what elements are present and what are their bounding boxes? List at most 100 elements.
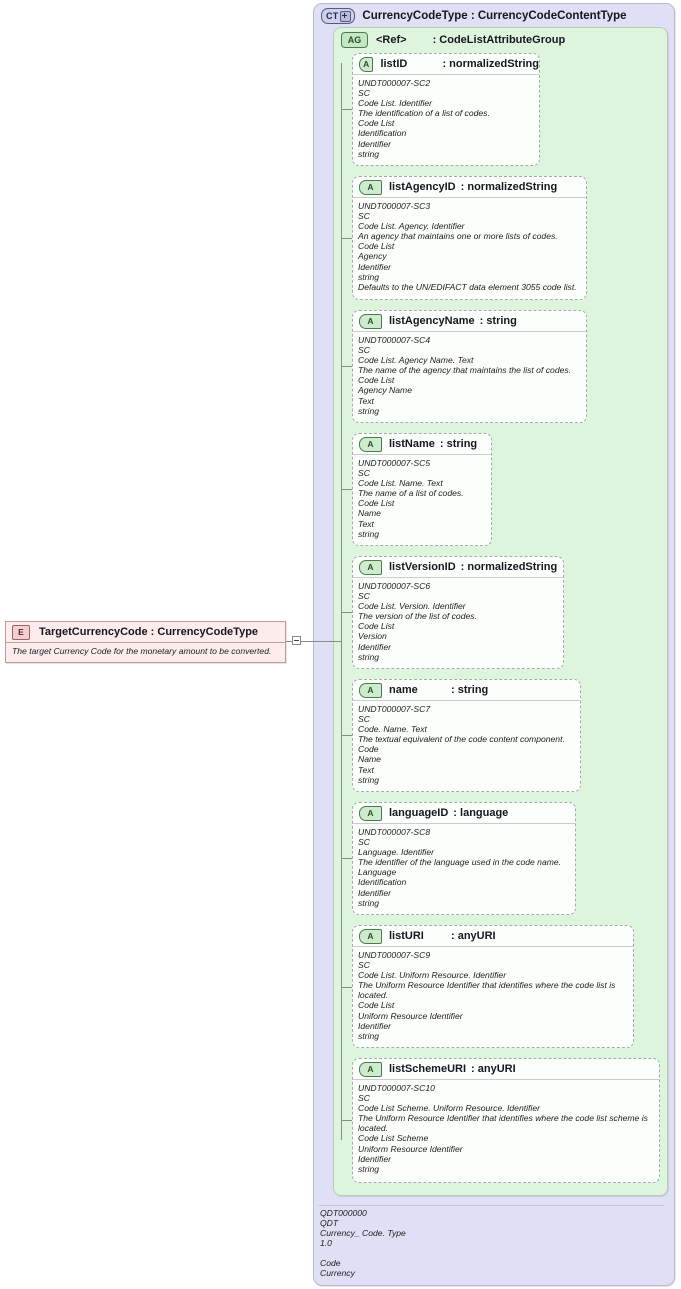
attribute-name: listSchemeURI (389, 1063, 467, 1075)
doc-line: SC (358, 345, 370, 356)
attribute-type: : normalizedString (442, 58, 539, 70)
doc-line: string (358, 405, 380, 416)
footer-divider (319, 1205, 664, 1206)
doc-line: UNDT000007-SC8 (358, 827, 431, 837)
attribute-badge[interactable]: A (359, 179, 382, 195)
doc-line: UNDT000007-SC10 (358, 1083, 435, 1093)
attribute-box[interactable]: A listVersionID : normalizedString UNDT0… (352, 556, 564, 669)
doc-line: An agency that maintains one or more lis… (358, 231, 558, 242)
attribute-name: listName (389, 438, 435, 450)
attribute-name: listAgencyID (389, 181, 456, 193)
attribute-badge[interactable]: A (359, 313, 382, 329)
doc-line: The Uniform Resource Identifier that ide… (358, 1113, 648, 1134)
doc-line: UNDT000007-SC4 (358, 335, 431, 345)
footer-line: Code (320, 1258, 341, 1269)
attribute-type: : anyURI (471, 1063, 516, 1075)
doc-line: Code List (358, 498, 395, 509)
doc-line: Code List. Agency. Identifier (358, 221, 465, 232)
complextype-title: CurrencyCodeType : CurrencyCodeContentTy… (362, 10, 627, 22)
attribute-type: : anyURI (451, 930, 496, 942)
attribute-box[interactable]: A listSchemeURI : anyURI UNDT000007-SC10… (352, 1058, 660, 1183)
footer-line: 1.0 (320, 1238, 332, 1249)
doc-line: Code List (358, 621, 395, 632)
complextype-badge[interactable]: CT (321, 8, 356, 24)
attribute-badge[interactable]: A (359, 805, 382, 821)
complextype-footer: QDT000000 QDT Currency_ Code. Type 1.0 C… (320, 1208, 660, 1279)
doc-line: Uniform Resource Identifier (358, 1010, 463, 1021)
attribute-type: : string (451, 684, 489, 696)
attribute-box[interactable]: A listAgencyName : string UNDT000007-SC4… (352, 310, 587, 423)
attribute-connector (341, 109, 352, 110)
attribute-badge[interactable]: A (359, 1061, 382, 1077)
attribute-box[interactable]: A languageID : language UNDT000007-SC8 S… (352, 802, 576, 915)
element-box[interactable]: E TargetCurrencyCode : CurrencyCodeType … (5, 621, 286, 663)
attribute-connector (341, 612, 352, 613)
attribute-badge[interactable]: A (359, 56, 374, 72)
attributegroup-type-label: : CodeListAttributeGroup (432, 33, 566, 46)
element-documentation: The target Currency Code for the monetar… (12, 646, 272, 656)
attribute-header: A listAgencyName : string (353, 311, 586, 332)
doc-line: Code List (358, 375, 395, 386)
attribute-documentation: UNDT000007-SC8 SC Language. Identifier T… (353, 824, 575, 912)
footer-line: QDT000000 (320, 1208, 367, 1218)
attribute-documentation: UNDT000007-SC2 SC Code List. Identifier … (353, 75, 539, 163)
attribute-connector (341, 987, 352, 988)
doc-line: Identifier (358, 1153, 391, 1164)
doc-line: SC (358, 88, 370, 99)
footer-line: QDT (320, 1218, 339, 1229)
attribute-type: : normalizedString (460, 181, 558, 193)
doc-line: Code List. Identifier (358, 98, 433, 109)
doc-line: The Uniform Resource Identifier that ide… (358, 980, 616, 1001)
doc-line: Code List (358, 118, 395, 129)
attribute-connector (341, 489, 352, 490)
doc-line: Name (358, 508, 381, 519)
collapse-minus-icon[interactable] (292, 636, 301, 645)
attribute-connector (341, 1120, 352, 1121)
attribute-connector (341, 735, 352, 736)
attribute-badge[interactable]: A (359, 682, 382, 698)
attribute-name: listVersionID (389, 561, 456, 573)
attributegroup-ref-label: <Ref> (376, 33, 407, 46)
attribute-box[interactable]: A listURI : anyURI UNDT000007-SC9 SC Cod… (352, 925, 634, 1048)
attribute-box[interactable]: A listName : string UNDT000007-SC5 SC Co… (352, 433, 492, 546)
attribute-badge[interactable]: A (359, 559, 382, 575)
doc-line: UNDT000007-SC6 (358, 581, 431, 591)
footer-line-blank (320, 1248, 660, 1258)
attribute-box[interactable]: A name : string UNDT000007-SC7 SC Code. … (352, 679, 581, 792)
doc-line: Version (358, 631, 387, 642)
attribute-header: A listSchemeURI : anyURI (353, 1059, 659, 1080)
doc-line: Code List. Version. Identifier (358, 601, 466, 612)
element-title: TargetCurrencyCode : CurrencyCodeType (39, 626, 259, 638)
doc-line: Identifier (358, 641, 391, 652)
doc-line: Code List Scheme. Uniform Resource. Iden… (358, 1103, 540, 1114)
attribute-name: listID (380, 58, 408, 70)
doc-line: string (358, 271, 380, 282)
doc-line: The name of a list of codes. (358, 488, 464, 499)
attribute-documentation: UNDT000007-SC3 SC Code List. Agency. Ide… (353, 198, 586, 296)
attribute-name: languageID (389, 807, 449, 819)
element-to-type-connector (301, 641, 341, 642)
expand-plus-icon[interactable] (340, 10, 352, 22)
doc-line: Identifier (358, 1020, 391, 1031)
doc-line: string (358, 1163, 380, 1174)
complextype-badge-label: CT (326, 11, 339, 21)
attribute-box[interactable]: A listID : normalizedString UNDT000007-S… (352, 53, 540, 166)
doc-line: Code List Scheme (358, 1133, 429, 1144)
doc-line: Text (358, 764, 374, 775)
attributegroup-badge[interactable]: AG (341, 31, 368, 48)
doc-line: Text (358, 518, 374, 529)
doc-line: Code (358, 744, 379, 755)
attribute-box[interactable]: A listAgencyID : normalizedString UNDT00… (352, 176, 587, 300)
attribute-header: A listAgencyID : normalizedString (353, 177, 586, 198)
footer-line: Currency_ Code. Type (320, 1228, 406, 1239)
doc-line: SC (358, 1093, 370, 1104)
attribute-header: A listVersionID : normalizedString (353, 557, 563, 578)
doc-line: UNDT000007-SC2 (358, 78, 431, 88)
doc-line: UNDT000007-SC7 (358, 704, 431, 714)
doc-line: Uniform Resource Identifier (358, 1143, 463, 1154)
doc-line: Code List. Uniform Resource. Identifier (358, 970, 507, 981)
attribute-badge[interactable]: A (359, 436, 382, 452)
attribute-badge[interactable]: A (359, 928, 382, 944)
element-badge[interactable]: E (12, 624, 30, 640)
